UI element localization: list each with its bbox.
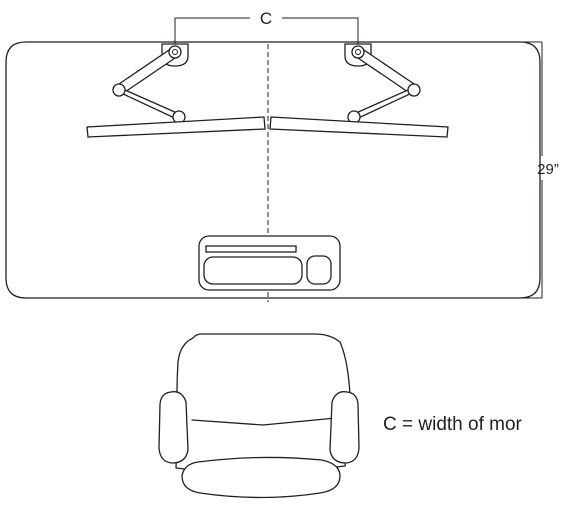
depth-dimension-label: 29” (537, 161, 559, 178)
legend-text: C = width of mor (383, 414, 523, 435)
right-monitor (269, 116, 449, 138)
wrist-rest (203, 256, 303, 285)
office-chair (158, 333, 360, 499)
right-monitor-arm (344, 43, 421, 124)
left-monitor-arm (112, 43, 189, 124)
mouse-pad (306, 255, 332, 285)
depth-dimension-bracket (514, 41, 543, 299)
left-monitor (86, 116, 266, 138)
c-dimension-label: C (260, 9, 272, 28)
keyboard (205, 245, 297, 253)
keyboard-tray (198, 235, 341, 291)
